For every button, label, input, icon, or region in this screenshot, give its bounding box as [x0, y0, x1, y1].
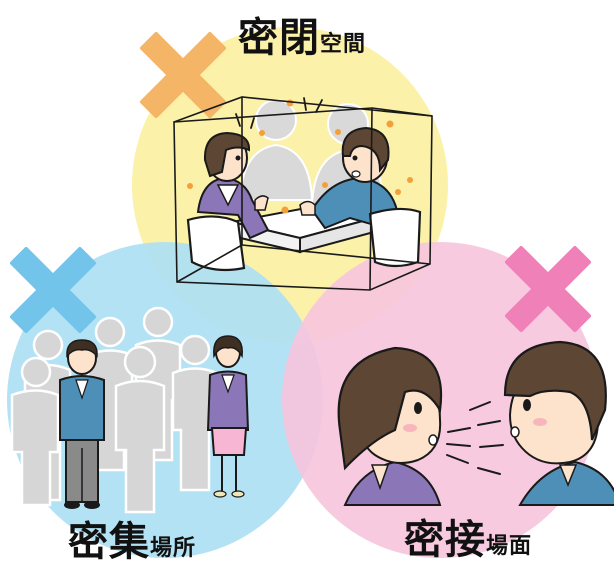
- contact-man: [503, 340, 614, 506]
- crowded-place-label-sub: 場所: [150, 536, 197, 561]
- close-contact-label-sub: 場面: [486, 534, 533, 559]
- closed-space-label: 密閉空間: [238, 18, 366, 58]
- chair-left: [186, 215, 246, 272]
- crowd-man: [59, 339, 105, 509]
- virus-particle-icon: [187, 99, 413, 214]
- close-contact-label-main: 密接: [404, 517, 486, 563]
- crowded-place-label: 密集場所: [68, 522, 196, 562]
- closed-space-scene: [173, 96, 433, 291]
- crowded-place-scene: [10, 306, 250, 514]
- speech-lines-icon: [235, 97, 323, 129]
- close-contact-scene: [337, 340, 614, 506]
- contact-woman: [337, 346, 443, 506]
- closed-space-label-sub: 空間: [320, 32, 367, 57]
- speech-lines-icon: [446, 401, 504, 475]
- chair-right: [368, 207, 422, 268]
- silhouette-person-icon: [10, 306, 219, 514]
- cross-mark-icon: [504, 245, 592, 333]
- crowded-place-label-main: 密集: [68, 519, 150, 565]
- cross-mark-icon: [9, 246, 97, 334]
- woman-left: [196, 131, 270, 240]
- cross-mark-icon: [139, 31, 227, 119]
- crowd-woman: [206, 335, 250, 498]
- close-contact-label: 密接場面: [404, 520, 532, 560]
- glass-box-icon: [173, 96, 433, 291]
- closed-space-label-main: 密閉: [238, 15, 320, 61]
